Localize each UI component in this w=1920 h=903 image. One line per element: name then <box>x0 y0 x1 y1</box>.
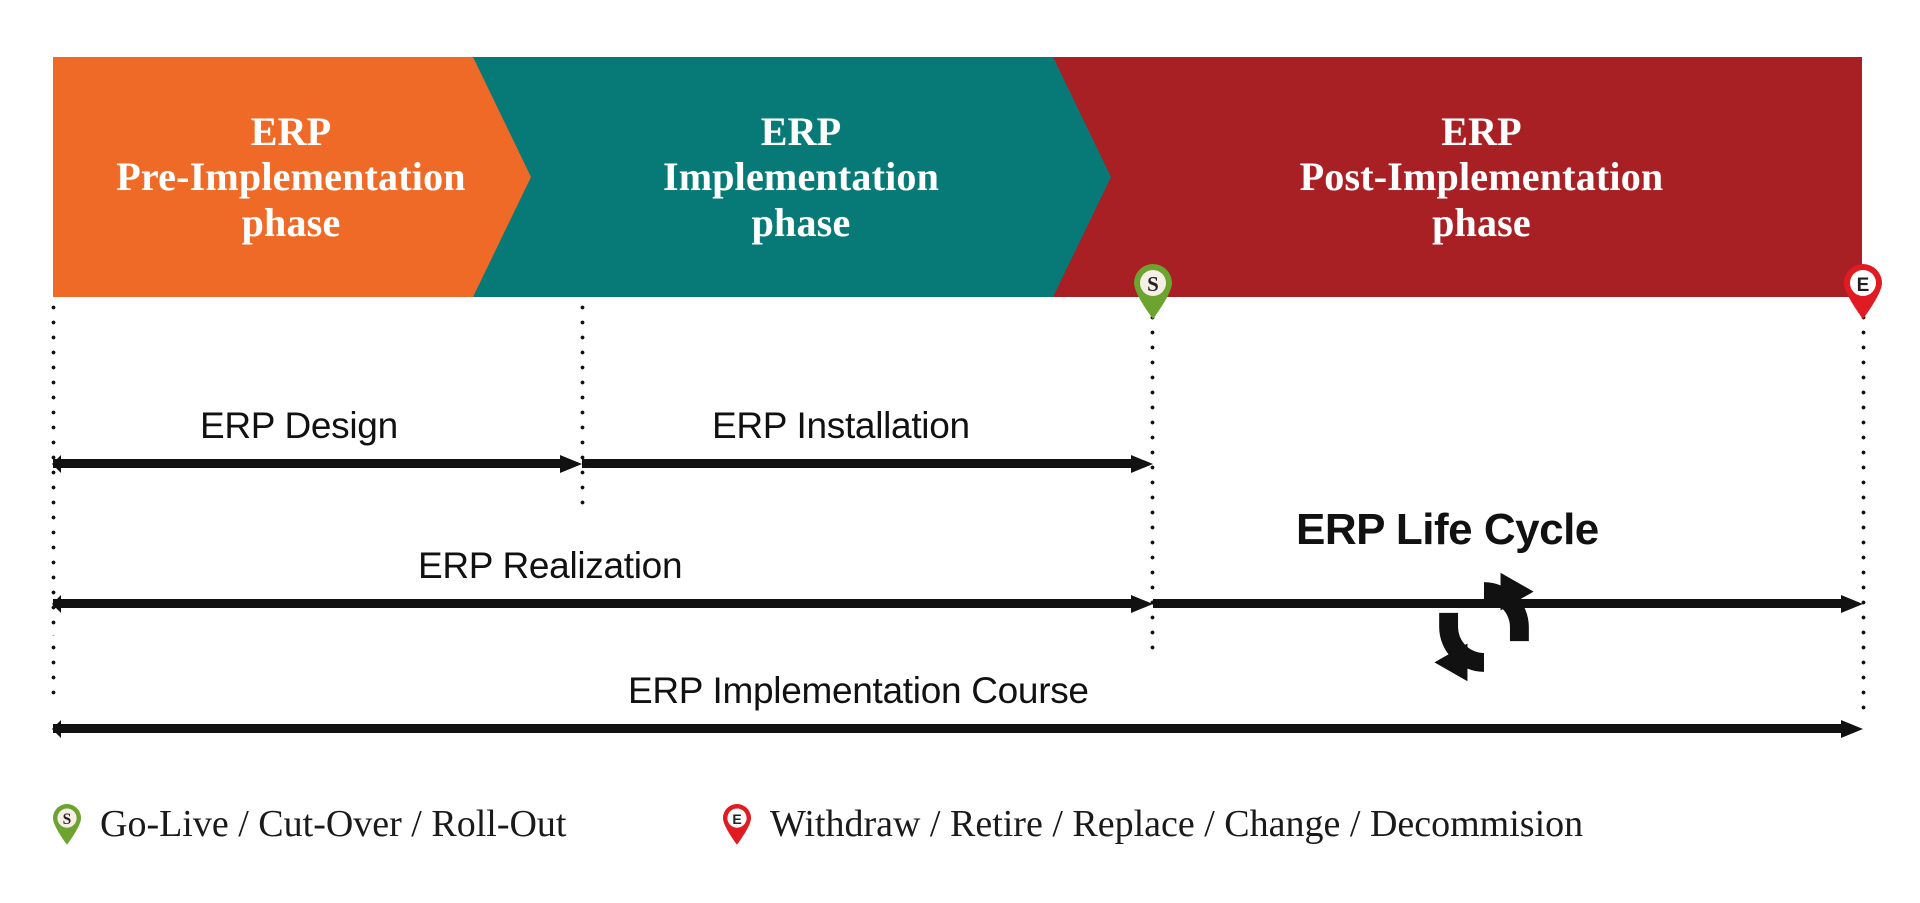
lifecycle-title: ERP Life Cycle <box>1296 505 1599 554</box>
phase-impl-line1: ERP <box>760 108 842 154</box>
legend-text-retire: Withdraw / Retire / Replace / Change / D… <box>770 803 1584 845</box>
track-label-erp-implementation-course: ERP Implementation Course <box>628 670 1089 711</box>
track-arrow-erp-design <box>52 455 582 473</box>
track-arrow-erp-realization <box>52 595 1153 613</box>
legend-pin-start-icon: S <box>50 802 84 846</box>
phase-pre-line3: phase <box>241 199 341 245</box>
legend-text-go-live: Go-Live / Cut-Over / Roll-Out <box>100 803 567 845</box>
arrow-head-icon <box>1841 595 1863 613</box>
arrow-head-icon <box>560 455 582 473</box>
arrow-shaft <box>53 724 1845 733</box>
guide-line-project-start-lower <box>51 640 56 698</box>
track-label-erp-design: ERP Design <box>200 405 398 446</box>
track-label-erp-realization: ERP Realization <box>418 545 683 586</box>
phase-pre-line2: Pre-Implementation <box>116 154 466 200</box>
marker-pin-end-retire: E <box>1840 262 1886 320</box>
legend-item-retire: E Withdraw / Retire / Replace / Change /… <box>720 802 1583 846</box>
arrow-head-icon <box>1841 720 1863 738</box>
phase-impl-line3: phase <box>751 199 851 245</box>
legend-item-go-live: S Go-Live / Cut-Over / Roll-Out <box>50 802 566 846</box>
phase-post-line1: ERP <box>1441 108 1522 154</box>
refresh-cycle-icon <box>1425 568 1543 686</box>
phase-implementation-title: ERP Implementation phase <box>663 109 939 246</box>
legend: S Go-Live / Cut-Over / Roll-Out E Withdr… <box>40 800 1880 870</box>
arrow-shaft <box>53 459 564 468</box>
guide-line-go-live <box>1150 310 1155 650</box>
track-arrow-erp-installation <box>582 455 1153 473</box>
guide-line-retire <box>1861 310 1866 710</box>
marker-letter-start: S <box>1147 272 1159 296</box>
guide-line-design-end <box>580 300 585 512</box>
phase-post-line2: Post-Implementation <box>1299 154 1664 200</box>
phase-post-implementation-title: ERP Post-Implementation phase <box>1300 109 1664 246</box>
marker-pin-start-go-live: S <box>1130 262 1176 320</box>
phase-banner: ERP Pre-Implementation phase ERP Impleme… <box>53 57 1862 297</box>
phase-pre-implementation-title: ERP Pre-Implementation phase <box>116 109 465 246</box>
legend-letter-start: S <box>63 811 72 828</box>
phase-post-line3: phase <box>1432 199 1531 245</box>
arrow-shaft <box>53 599 1135 608</box>
phase-impl-line2: Implementation <box>662 154 940 200</box>
arrow-head-icon <box>1131 595 1153 613</box>
track-label-erp-installation: ERP Installation <box>712 405 970 446</box>
phase-post-implementation: ERP Post-Implementation phase <box>1053 57 1862 297</box>
arrow-shaft <box>582 459 1135 468</box>
phase-pre-implementation: ERP Pre-Implementation phase <box>53 57 573 297</box>
legend-pin-end-icon: E <box>720 802 754 846</box>
track-arrow-erp-implementation-course <box>52 720 1863 738</box>
arrow-head-icon <box>1131 455 1153 473</box>
legend-letter-end: E <box>732 811 741 827</box>
phase-implementation: ERP Implementation phase <box>473 57 1113 297</box>
phase-pre-line1: ERP <box>250 108 332 154</box>
marker-letter-end: E <box>1857 275 1870 296</box>
